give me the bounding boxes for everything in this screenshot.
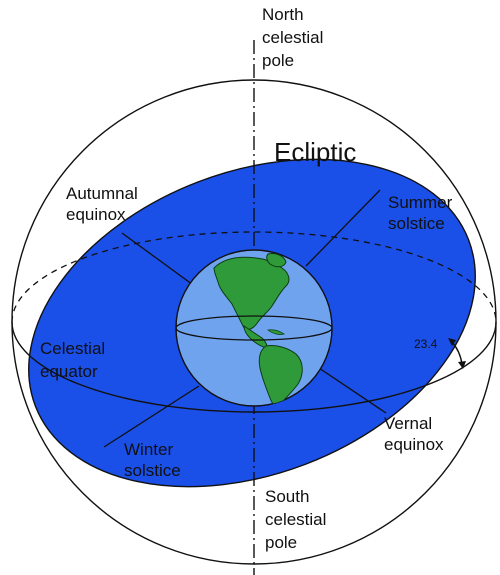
tilt-angle-label: 23.4 — [414, 337, 438, 351]
south-pole-label: South celestial pole — [265, 487, 331, 552]
autumnal-equinox-label: Autumnal equinox — [66, 184, 143, 224]
ecliptic-label: Ecliptic — [274, 137, 356, 167]
greenland — [266, 253, 287, 268]
earth-globe — [175, 249, 333, 407]
vernal-equinox-label: Vernal equinox — [384, 414, 444, 454]
celestial-equator-back — [11, 231, 497, 323]
earth-equator — [175, 315, 333, 329]
winter-solstice-line — [103, 385, 200, 448]
north-pole-label: North celestial pole — [262, 5, 328, 70]
winter-solstice-label: Winter solstice — [124, 440, 181, 480]
summer-solstice-label: Summer solstice — [388, 193, 457, 233]
vernal-equinox-line — [315, 365, 387, 414]
autumnal-equinox-line — [121, 232, 201, 291]
summer-solstice-line — [305, 189, 381, 267]
celestial-equator-label: Celestial equator — [40, 339, 110, 381]
caribbean-islands — [267, 329, 285, 335]
